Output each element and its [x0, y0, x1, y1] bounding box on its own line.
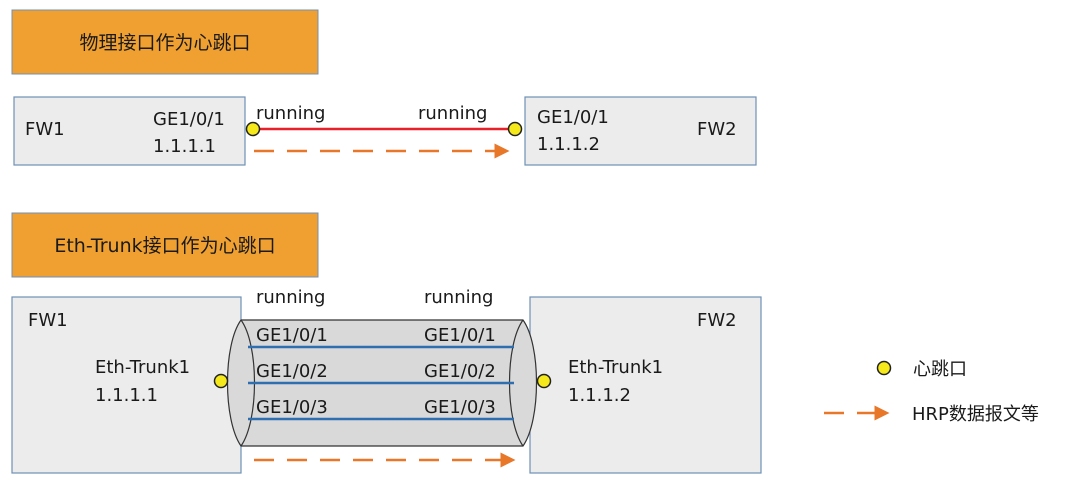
section2-fw2-name: FW2 — [697, 310, 737, 331]
section2-title: Eth-Trunk接口作为心跳口 — [54, 235, 275, 257]
section1-title-box — [11, 9, 319, 75]
section2-fw1-name: FW1 — [28, 310, 68, 331]
section2-fw2-member-3: GE1/0/3 — [424, 397, 496, 418]
section2-fw2-member-2: GE1/0/2 — [424, 361, 496, 382]
section1-fw2-box — [524, 96, 757, 166]
section1-fw2-ip: 1.1.1.2 — [537, 134, 600, 155]
section1-fw2-interface: GE1/0/1 — [537, 107, 609, 128]
section2-fw2-heartbeat-dot — [536, 373, 552, 389]
section2-fw1-heartbeat-dot — [213, 373, 229, 389]
section2-fw2-box — [529, 296, 762, 474]
section2-title-box — [11, 212, 319, 278]
section2-fw1-member-3: GE1/0/3 — [256, 397, 328, 418]
section2-fw2-status: running — [424, 287, 493, 308]
section1-fw1-status: running — [256, 103, 325, 124]
section1-fw1-heartbeat-dot — [245, 121, 261, 137]
section2-fw1-ip: 1.1.1.1 — [95, 385, 158, 406]
section2-fw2-member-1: GE1/0/1 — [424, 325, 496, 346]
section2-fw2-trunk: Eth-Trunk1 — [568, 357, 663, 378]
section1-fw2-name: FW2 — [697, 119, 737, 140]
section2-fw1-member-1: GE1/0/1 — [256, 325, 328, 346]
legend-heartbeat-label: 心跳口 — [913, 359, 967, 380]
section1-title: 物理接口作为心跳口 — [79, 32, 250, 54]
section2-fw1-trunk: Eth-Trunk1 — [95, 357, 190, 378]
section1-fw2-status: running — [418, 103, 487, 124]
section1-fw2-heartbeat-dot — [507, 121, 523, 137]
section2-fw1-box — [11, 296, 242, 474]
section1-fw1-name: FW1 — [25, 119, 65, 140]
section2-fw1-status: running — [256, 287, 325, 308]
section1-fw1-box — [13, 96, 246, 166]
legend-hrp-label: HRP数据报文等 — [912, 404, 1039, 425]
section2-fw1-member-2: GE1/0/2 — [256, 361, 328, 382]
section2-fw2-ip: 1.1.1.2 — [568, 385, 631, 406]
section1-fw1-interface: GE1/0/1 — [153, 109, 225, 130]
section1-fw1-ip: 1.1.1.1 — [153, 136, 216, 157]
legend-heartbeat-dot-icon — [876, 360, 892, 376]
